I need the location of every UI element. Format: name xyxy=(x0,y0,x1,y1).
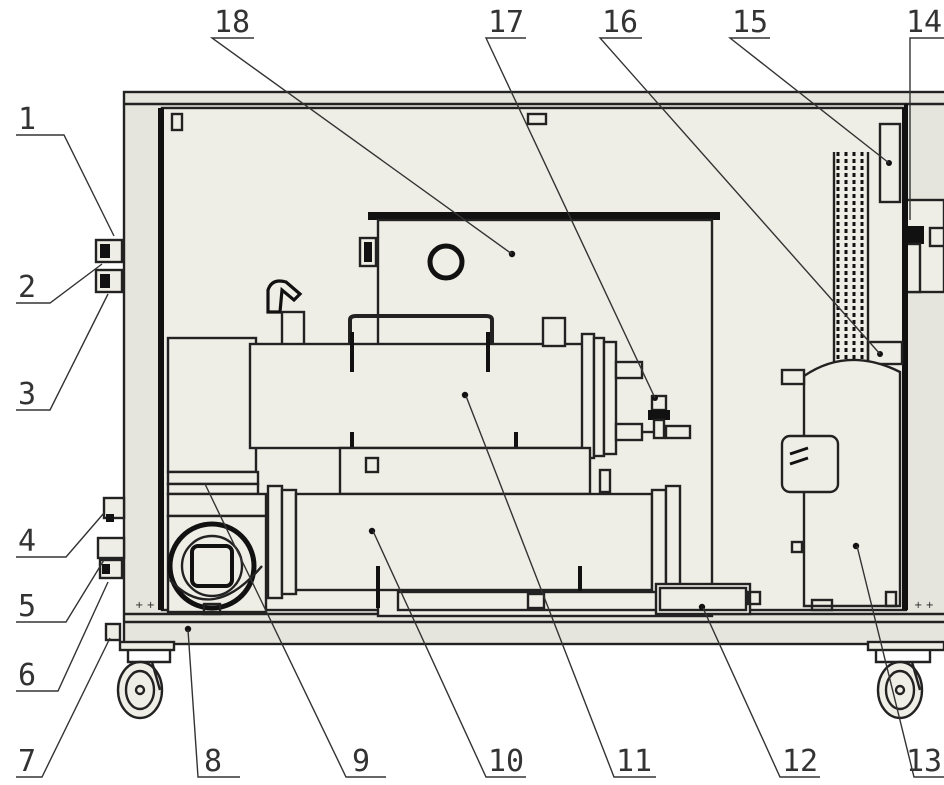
callout-2: 2 xyxy=(18,270,36,305)
callout-6: 6 xyxy=(18,658,36,693)
callout-12: 12 xyxy=(782,744,818,779)
callout-1: 1 xyxy=(18,102,36,137)
callout-labels: 1 2 3 4 5 6 7 8 9 10 11 12 13 14 15 16 1… xyxy=(18,5,942,779)
callout-14: 14 xyxy=(906,5,942,40)
callout-9: 9 xyxy=(352,744,370,779)
callout-13: 13 xyxy=(906,744,942,779)
upper-cylinder xyxy=(248,279,644,494)
callout-17: 17 xyxy=(488,5,524,40)
lower-cylinder xyxy=(266,446,682,612)
callout-4: 4 xyxy=(18,524,36,559)
callout-10: 10 xyxy=(488,744,524,779)
callout-5: 5 xyxy=(18,589,36,624)
callout-8: 8 xyxy=(204,744,222,779)
caster-left xyxy=(116,640,176,720)
caster-right xyxy=(866,640,944,720)
filter-unit xyxy=(654,582,762,616)
svg-text:+ +: + + xyxy=(135,600,155,611)
svg-text:+ +: + + xyxy=(914,600,934,611)
compressor xyxy=(780,152,904,612)
leader-lines xyxy=(16,37,944,778)
left-components xyxy=(166,336,268,616)
callout-7: 7 xyxy=(18,744,36,779)
callout-18: 18 xyxy=(214,5,250,40)
callout-3: 3 xyxy=(18,377,36,412)
callout-11: 11 xyxy=(616,744,652,779)
left-fittings xyxy=(94,238,126,642)
callout-16: 16 xyxy=(602,5,638,40)
right-fittings xyxy=(878,104,944,298)
callout-15: 15 xyxy=(732,5,768,40)
